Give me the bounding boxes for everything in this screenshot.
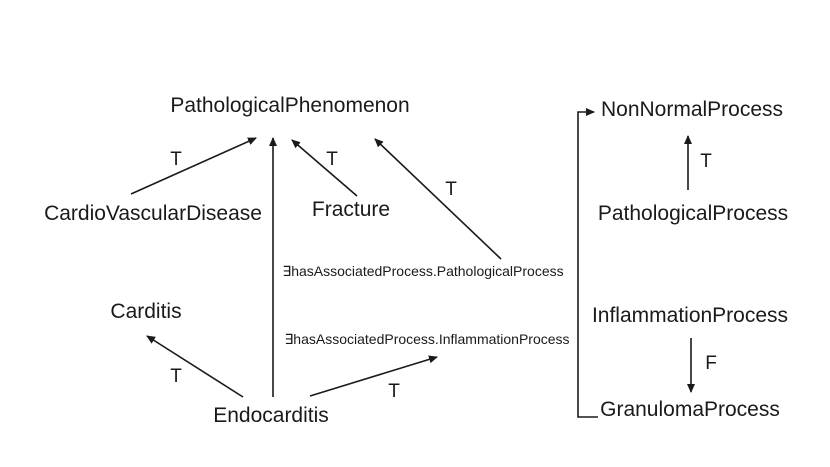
node-granuloma-process: GranulomaProcess	[600, 398, 780, 421]
edge-label-cardiovascular-t: T	[170, 149, 182, 170]
node-fracture: Fracture	[311, 198, 391, 221]
edge-label-granuloma-f: F	[705, 353, 717, 374]
edge-endocarditis-to-restriction-inflammationprocess	[309, 355, 438, 397]
node-nonnormal-process: NonNormalProcess	[600, 98, 784, 121]
edge-endocarditis-to-carditis	[146, 335, 244, 398]
edge-label-fracture-t: T	[326, 149, 338, 170]
node-pathological-phenomenon: PathologicalPhenomenon	[170, 94, 410, 117]
edge-fracture-to-pathologicalphenomenon	[291, 139, 358, 197]
node-pathological-process: PathologicalProcess	[597, 202, 789, 225]
restriction-has-associated-process-inflammation: ∃hasAssociatedProcess.InflammationProces…	[284, 331, 570, 347]
edge-label-restriction-inflammation-t: T	[388, 381, 400, 402]
node-endocarditis: Endocarditis	[213, 404, 329, 427]
edge-cardiovasculardisease-to-pathologicalphenomenon	[130, 137, 257, 195]
edge-label-nonnormal-t: T	[700, 151, 712, 172]
edge-label-carditis-t: T	[170, 366, 182, 387]
edge-granulomaprocess-to-nonnormalprocess-elbow	[577, 108, 598, 418]
node-carditis: Carditis	[110, 300, 182, 323]
node-cardiovascular-disease: CardioVascularDisease	[44, 202, 262, 225]
edge-label-restriction-pathological-t: T	[445, 179, 457, 200]
restriction-has-associated-process-pathological: ∃hasAssociatedProcess.PathologicalProces…	[282, 263, 564, 279]
edge-restriction-pathologicalprocess-to-pathologicalphenomenon	[374, 138, 502, 260]
node-inflammation-process: InflammationProcess	[591, 304, 789, 327]
